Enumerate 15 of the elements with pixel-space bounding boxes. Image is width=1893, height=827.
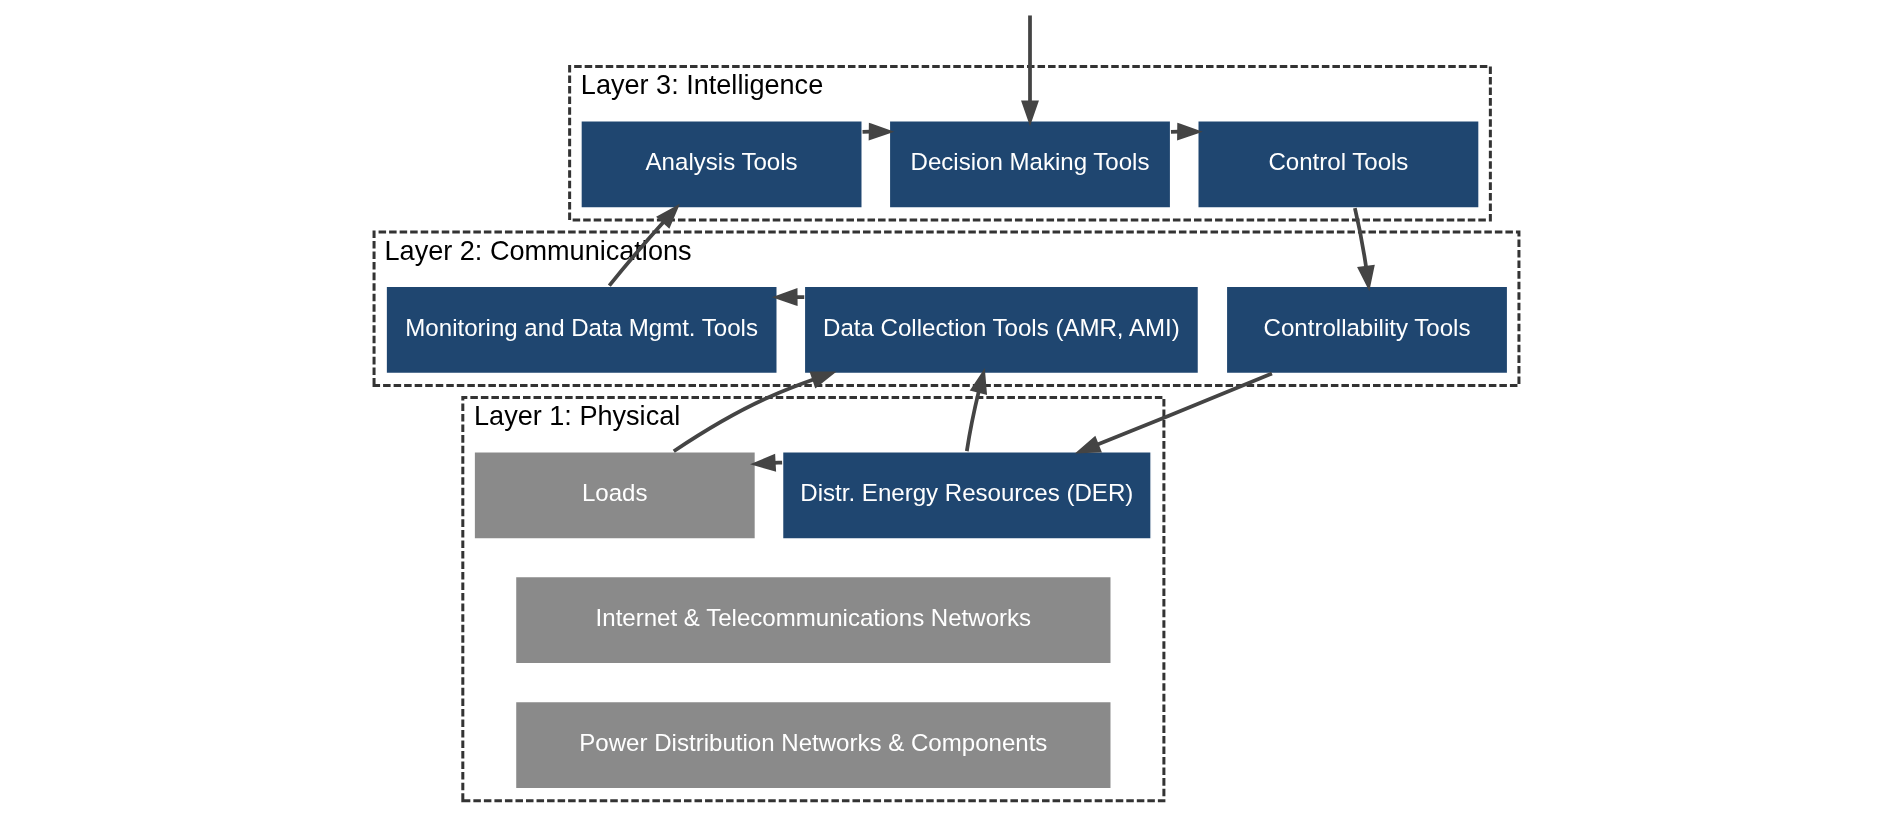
arrow bbox=[1074, 371, 1273, 454]
node-box: Loads bbox=[473, 450, 757, 540]
node-box: Distr. Energy Resources (DER) bbox=[781, 450, 1152, 540]
arrow bbox=[964, 368, 988, 452]
node-box: Monitoring and Data Mgmt. Tools bbox=[385, 285, 778, 375]
arrow bbox=[1021, 15, 1039, 127]
node-box: Analysis Tools bbox=[580, 119, 863, 209]
arrow bbox=[672, 371, 837, 453]
node-box: Decision Making Tools bbox=[888, 119, 1172, 209]
node-box: Internet & Telecommunications Networks bbox=[514, 575, 1112, 665]
node-box: Power Distribution Networks & Components bbox=[514, 700, 1112, 790]
node-box: Controllability Tools bbox=[1225, 285, 1509, 375]
arrow bbox=[1353, 207, 1375, 292]
node-box: Control Tools bbox=[1197, 119, 1480, 209]
node-box: Data Collection Tools (AMR, AMI) bbox=[803, 285, 1200, 375]
